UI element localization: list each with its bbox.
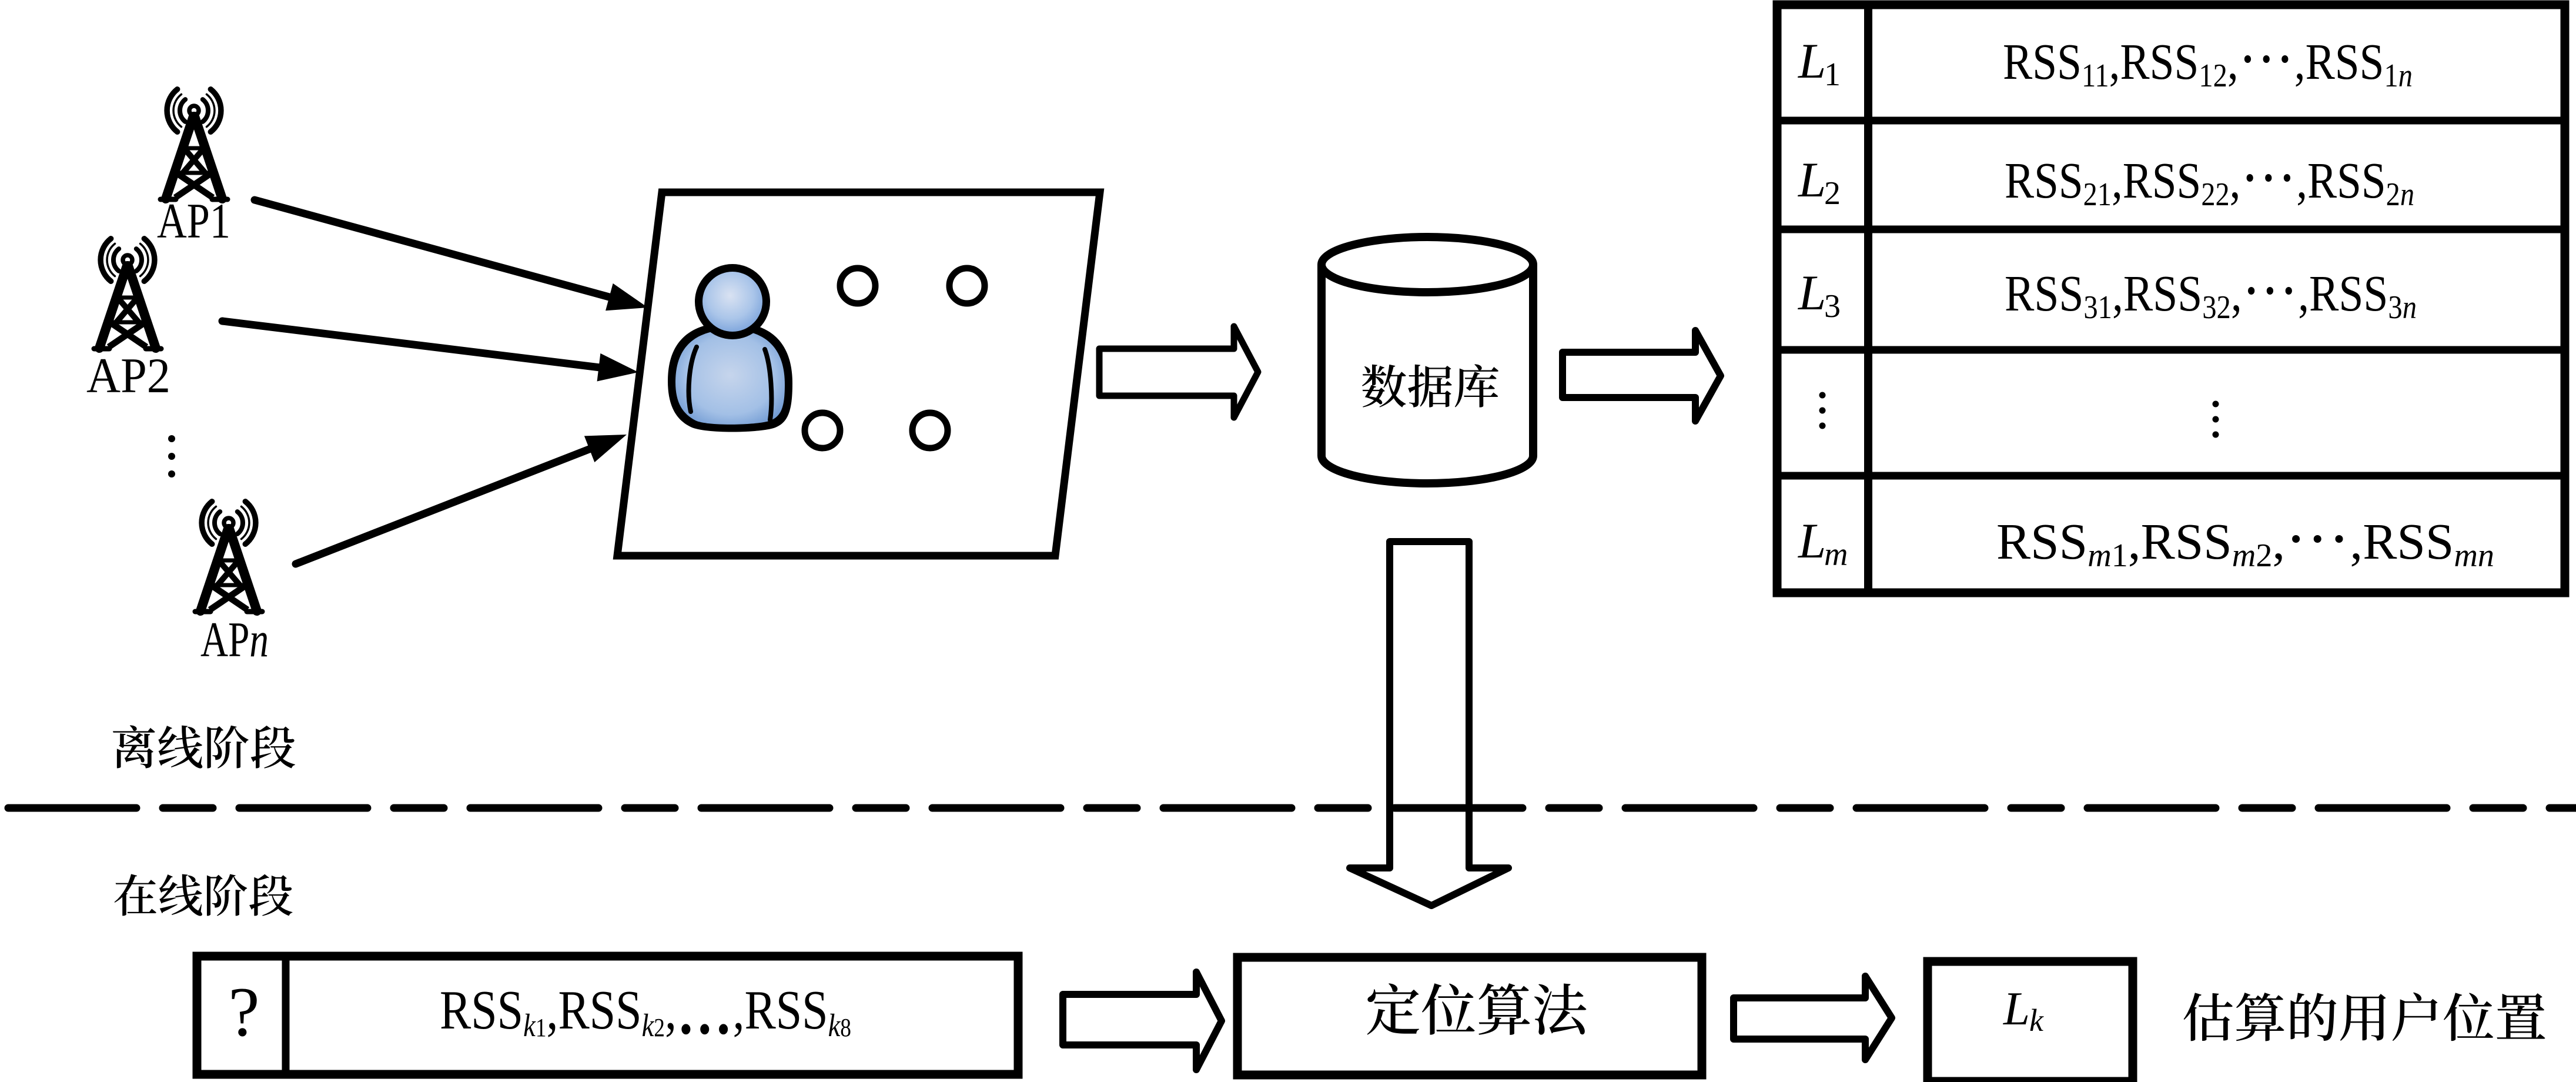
svg-text:L: L — [1798, 265, 1826, 320]
svg-text:L: L — [1798, 513, 1826, 569]
svg-text:3: 3 — [1824, 288, 1841, 325]
svg-text:m: m — [1824, 536, 1848, 573]
svg-text:RSSm1,RSSm2,···,RSSmn: RSSm1,RSSm2,···,RSSmn — [1996, 503, 2494, 575]
svg-text:k: k — [2029, 1003, 2044, 1038]
svg-text:AP1: AP1 — [157, 193, 230, 249]
svg-text:1: 1 — [1824, 56, 1841, 93]
svg-text:L: L — [1798, 152, 1826, 208]
svg-text:L: L — [1798, 34, 1826, 89]
svg-text:RSS31,RSS32,···,RSS3n: RSS31,RSS32,···,RSS3n — [2005, 255, 2417, 326]
svg-text:?: ? — [228, 973, 259, 1051]
svg-text:2: 2 — [1824, 175, 1841, 212]
svg-text:RSS21,RSS22,···,RSS2n: RSS21,RSS22,···,RSS2n — [2005, 142, 2414, 213]
svg-text:AP2: AP2 — [86, 348, 170, 403]
svg-text:L: L — [2003, 982, 2030, 1035]
svg-text:APn: APn — [200, 612, 269, 667]
